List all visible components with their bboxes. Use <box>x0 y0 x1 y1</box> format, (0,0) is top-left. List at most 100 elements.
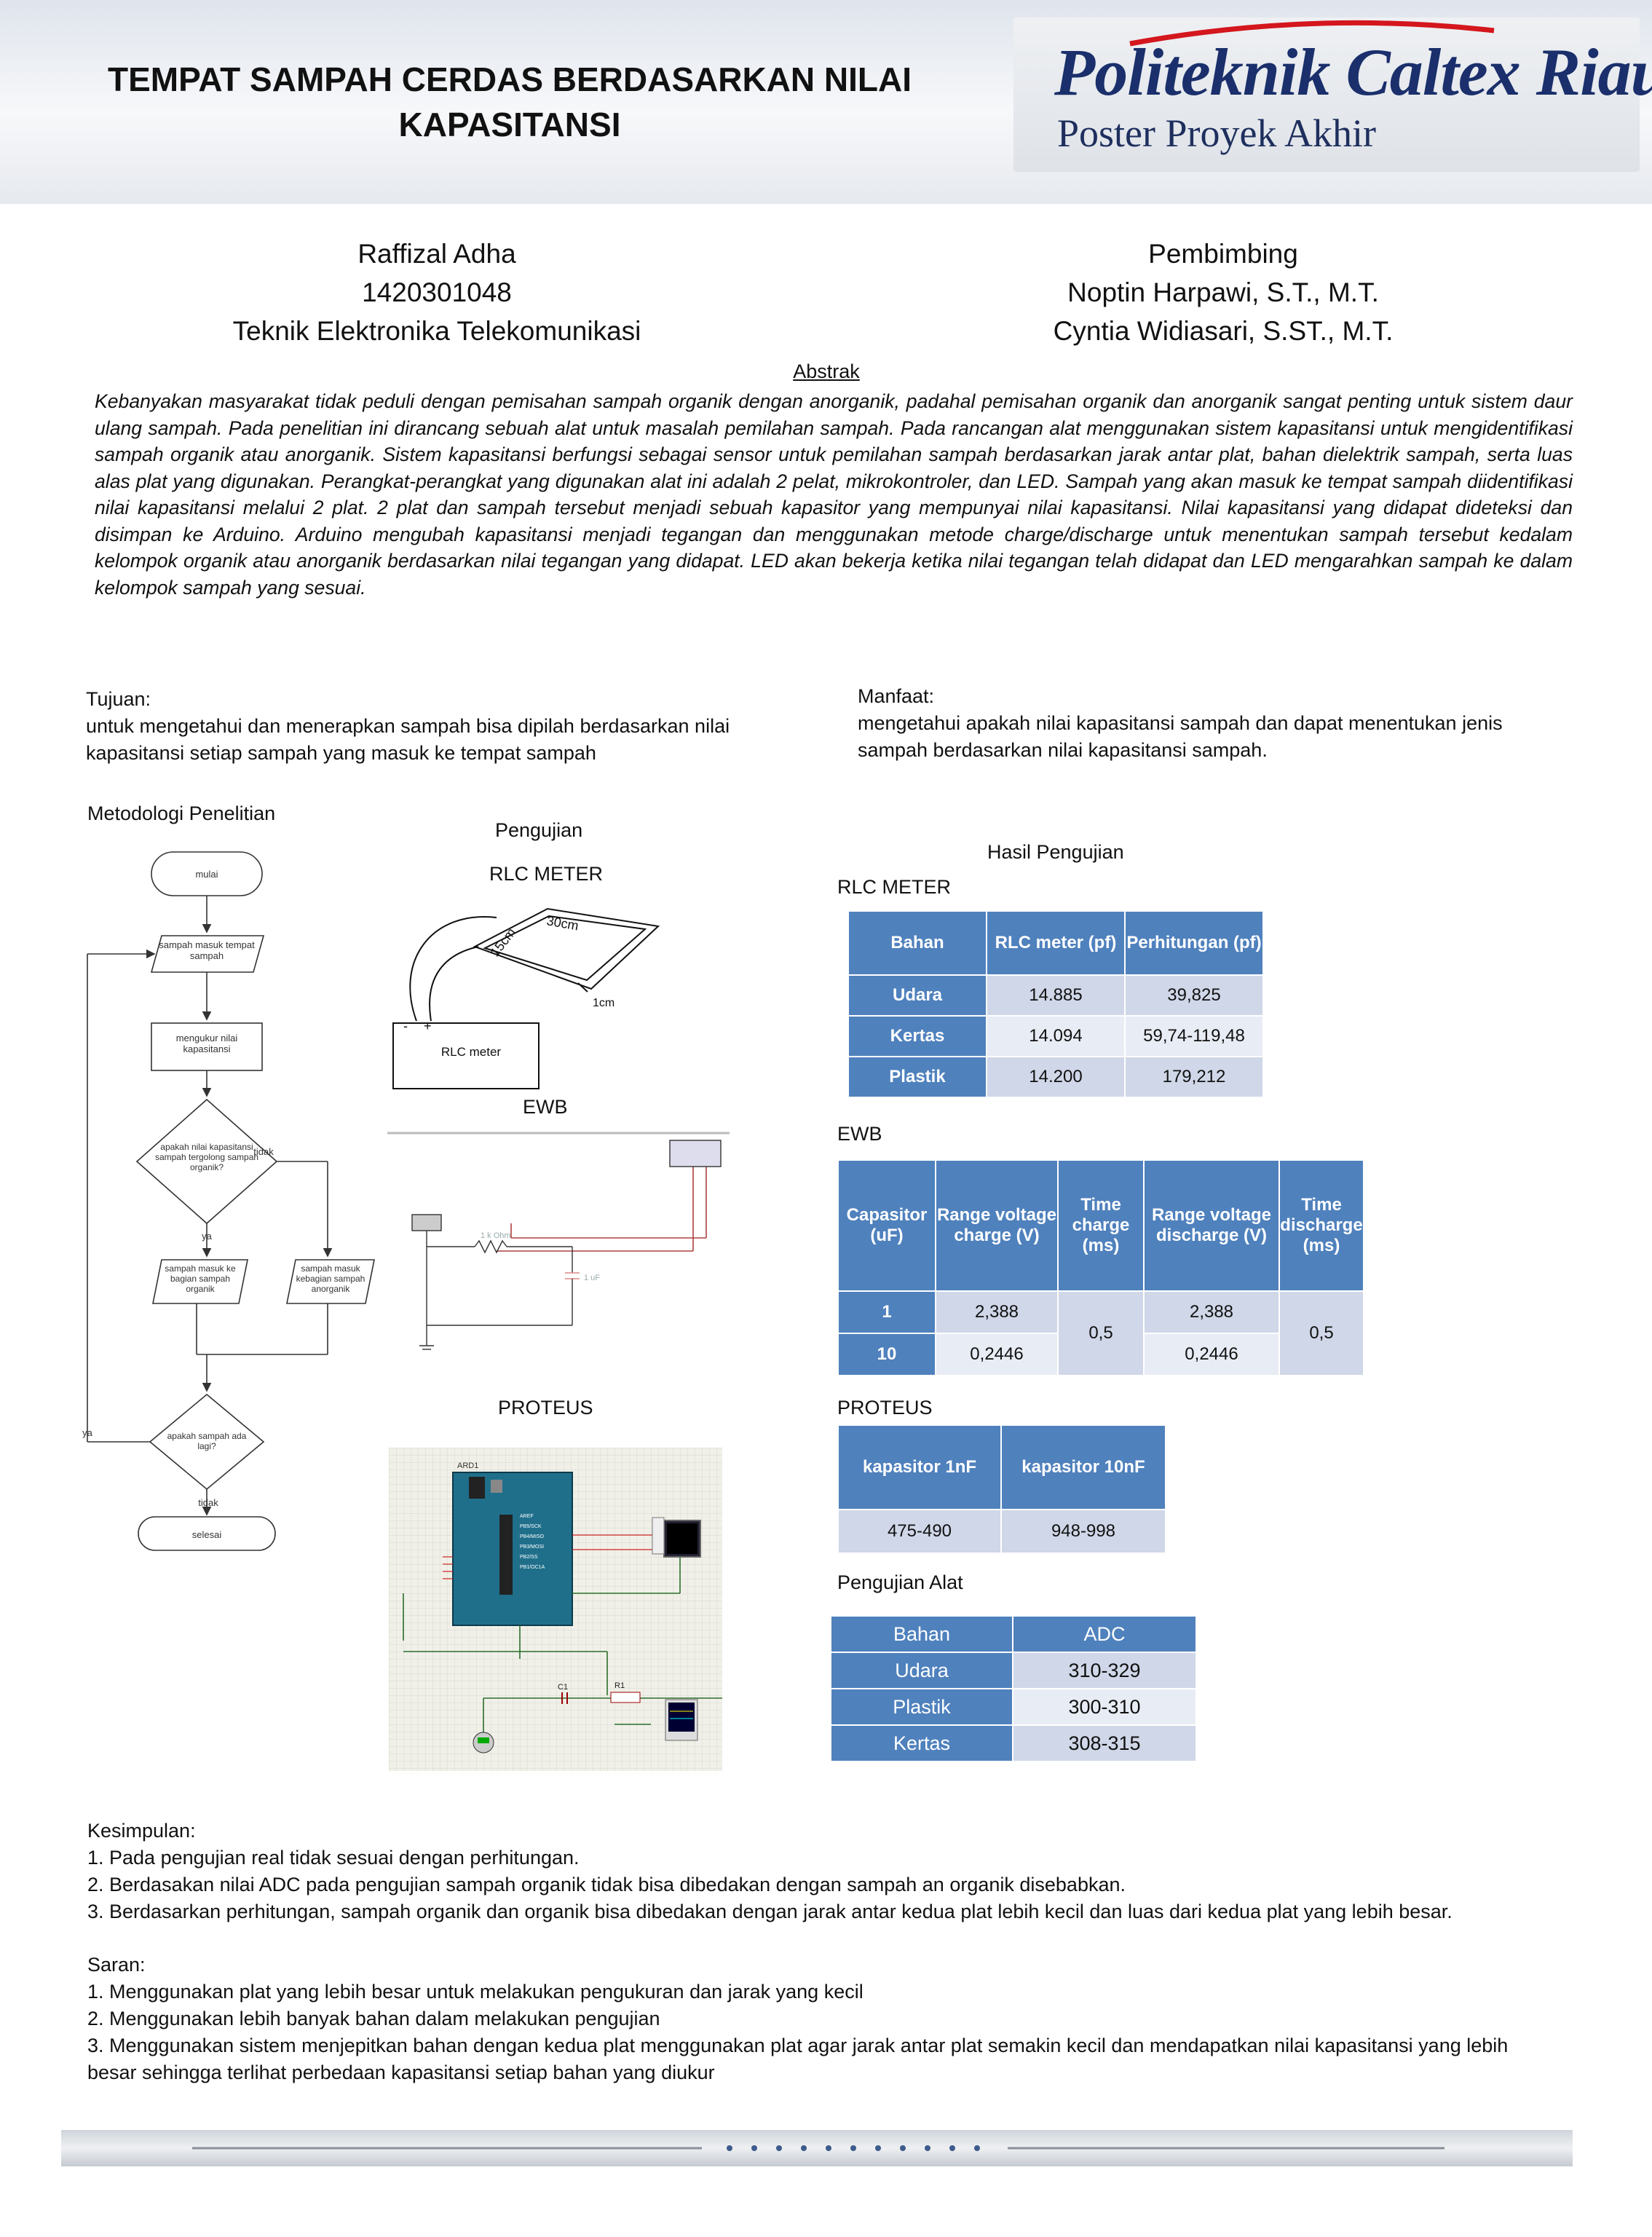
flow-input-label: sampah masuk tempat sampah <box>159 939 255 961</box>
rlc-dim-1cm: 1cm <box>593 997 614 1009</box>
table-cell: 308-315 <box>1012 1724 1197 1762</box>
tujuan-label: Tujuan: <box>86 688 151 710</box>
flow-anorganik-label: sampah masuk kebagian sampah anorganik <box>296 1263 365 1294</box>
svg-text:PB2/SS: PB2/SS <box>520 1555 538 1560</box>
list-item: 2. Menggunakan lebih banyak bahan dalam … <box>87 2008 660 2029</box>
proteus-c1-label: C1 <box>558 1683 568 1692</box>
author-nim: 1420301048 <box>362 277 512 307</box>
list-item: 3. Menggunakan sistem menjepitkan bahan … <box>87 2035 1509 2083</box>
supervisor-name-2: Cyntia Widiasari, S.ST., M.T. <box>1053 316 1394 346</box>
ewb-col-vcharge: Range voltage charge (V) <box>935 1159 1059 1292</box>
table-row: Udara 310-329 <box>830 1652 1197 1689</box>
institution-logo: Politeknik Caltex Riau Poster Proyek Akh… <box>1013 17 1652 172</box>
table-cell: 310-329 <box>1012 1652 1197 1689</box>
flow-yes-label-2: ya <box>82 1427 93 1438</box>
svg-text:PB4/MISO: PB4/MISO <box>520 1534 545 1539</box>
table-row: 10 0,2446 0,2446 <box>837 1333 1364 1376</box>
table-cell: 948-998 <box>1000 1509 1166 1554</box>
flow-no-label-2: tidak <box>198 1497 218 1508</box>
table-row: 1 2,388 0,5 2,388 0,5 <box>837 1290 1364 1376</box>
flow-no-label-1: tidak <box>253 1146 274 1157</box>
ewb-table-label: EWB <box>837 1123 882 1145</box>
rlc-dim-30cm: 30cm <box>545 913 580 933</box>
table-row: Plastik 14.200 179,212 <box>847 1056 1264 1098</box>
flow-output-anorganik <box>286 1259 375 1304</box>
tujuan-text: untuk mengetahui dan menerapkan sampah b… <box>86 715 730 764</box>
flow-output-organik <box>152 1259 248 1304</box>
rlc-col-bahan: Bahan <box>847 910 987 976</box>
list-item: 1. Pada pengujian real tidak sesuai deng… <box>87 1847 580 1869</box>
metodologi-label: Metodologi Penelitian <box>87 802 276 824</box>
flow-process-label: mengukur nilai kapasitansi <box>175 1033 238 1054</box>
supervisor-label: Pembimbing <box>1148 239 1298 269</box>
capacitor-plate-outline <box>473 907 660 990</box>
rlc-diagram-label: RLC METER <box>489 863 604 885</box>
rlc-col-perhitungan: Perhitungan (pf) <box>1124 910 1264 976</box>
table-cell: 0,2446 <box>935 1333 1059 1376</box>
table-cell: 10 <box>837 1333 936 1376</box>
flow-yes-label-1: ya <box>202 1231 213 1242</box>
supervisor-name-1: Noptin Harpawi, S.T., M.T. <box>1067 277 1379 307</box>
flow-end-label: selesai <box>192 1529 222 1540</box>
resistor-symbol <box>474 1239 507 1254</box>
probe-wire-2 <box>429 946 479 1022</box>
alat-col-adc: ADC <box>1012 1615 1197 1653</box>
footer-dots-decoration <box>192 2145 1444 2151</box>
flow-start-label: mulai <box>195 869 218 880</box>
rlc-table-label: RLC METER <box>837 876 952 898</box>
flow-organik-label: sampah masuk ke bagian sampah organik <box>165 1263 236 1294</box>
supervisor-block: Pembimbing Noptin Harpawi, S.T., M.T. Cy… <box>976 234 1471 350</box>
function-generator-icon <box>411 1214 442 1231</box>
list-item: 2. Berdasakan nilai ADC pada pengujian s… <box>87 1874 1126 1895</box>
flowchart-diagram: mulai sampah masuk tempat sampah menguku… <box>82 851 375 1551</box>
alat-table-label: Pengujian Alat <box>837 1571 963 1593</box>
author-name: Raffizal Adha <box>357 239 516 269</box>
ewb-capacitor-label: 1 uF <box>584 1274 600 1282</box>
saran-section: Saran: 1. Menggunakan plat yang lebih be… <box>87 1952 1558 2086</box>
table-cell: 300-310 <box>1012 1688 1197 1726</box>
author-program: Teknik Elektronika Telekomunikasi <box>232 316 641 346</box>
proteus-col-10nf: kapasitor 10nF <box>1000 1424 1166 1510</box>
abstract-heading: Abstrak <box>793 360 860 382</box>
logo-name: Politeknik Caltex Riau <box>1054 35 1652 109</box>
logo-swoosh-icon <box>1129 20 1495 47</box>
author-block: Raffizal Adha 1420301048 Teknik Elektron… <box>182 234 692 350</box>
table-cell: Udara <box>830 1652 1013 1689</box>
poster-title: TEMPAT SAMPAH CERDAS BERDASARKAN NILAI K… <box>108 60 912 143</box>
svg-text:-: - <box>403 1019 408 1033</box>
table-row: Kertas 14.094 59,74-119,48 <box>847 1015 1264 1057</box>
table-cell: 14.200 <box>986 1056 1126 1098</box>
manfaat-text: mengetahui apakah nilai kapasitansi samp… <box>858 712 1503 761</box>
probe-wire-1 <box>409 916 497 1022</box>
table-cell: 0,5 <box>1057 1290 1145 1376</box>
resistor-r1-icon <box>610 1692 641 1703</box>
flow-process-box <box>151 1022 263 1071</box>
table-cell: Udara <box>847 974 987 1017</box>
table-cell: 1 <box>837 1290 936 1334</box>
list-item: 1. Menggunakan plat yang lebih besar unt… <box>87 1981 863 2003</box>
table-cell: 14.885 <box>986 974 1126 1017</box>
table-cell: 59,74-119,48 <box>1124 1015 1264 1057</box>
footer-bar <box>61 2130 1573 2166</box>
tujuan-section: Tujuan: untuk mengetahui dan menerapkan … <box>86 686 785 767</box>
table-cell: 2,388 <box>935 1290 1059 1334</box>
list-item: 3. Berdasarkan perhitungan, sampah organ… <box>87 1901 1453 1922</box>
table-cell: 179,212 <box>1124 1056 1264 1098</box>
rlc-setup-diagram: - + 15cm 30cm 1cm RLC meter <box>392 907 660 1089</box>
rlc-meter-text: RLC meter <box>440 1045 502 1059</box>
manfaat-section: Manfaat: mengetahui apakah nilai kapasit… <box>858 683 1557 764</box>
table-row: 475-490 948-998 <box>837 1509 1166 1554</box>
alat-results-table: Bahan ADC Udara 310-329 Plastik 300-310 … <box>830 1615 1197 1762</box>
pengujian-label: Pengujian <box>495 819 583 841</box>
poster-header: TEMPAT SAMPAH CERDAS BERDASARKAN NILAI K… <box>0 0 1652 204</box>
svg-text:PB5/SCK: PB5/SCK <box>520 1524 542 1529</box>
proteus-ard-label: ARD1 <box>457 1461 478 1470</box>
svg-text:PB3/MOSI: PB3/MOSI <box>520 1544 544 1550</box>
proteus-r1-label: R1 <box>614 1681 625 1690</box>
proteus-diagram-label: PROTEUS <box>498 1397 593 1419</box>
ewb-col-vdischarge: Range voltage discharge (V) <box>1143 1159 1280 1292</box>
table-row: Udara 14.885 39,825 <box>847 974 1264 1017</box>
kesimpulan-section: Kesimpulan: 1. Pada pengujian real tidak… <box>87 1818 1587 1925</box>
table-cell: 0,2446 <box>1143 1333 1280 1376</box>
